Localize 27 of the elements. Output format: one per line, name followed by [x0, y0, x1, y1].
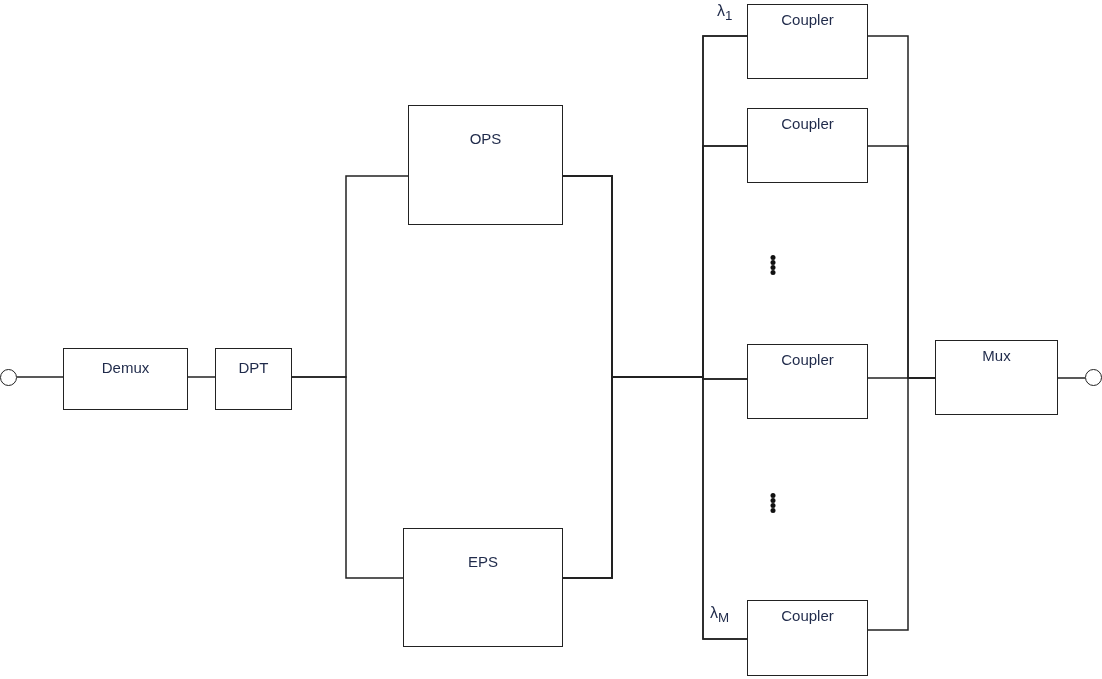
- block-box: [747, 344, 868, 419]
- block-label: Mux: [982, 347, 1011, 364]
- block-label: Coupler: [781, 115, 834, 132]
- wavelength-label: λ$_{1}$: [717, 2, 733, 24]
- block-box: [63, 348, 188, 410]
- connector-line: [16, 376, 64, 378]
- port-circle: [0, 369, 17, 386]
- block-label: Coupler: [781, 11, 834, 28]
- block-box: [215, 348, 292, 410]
- block-label: DPT: [238, 359, 269, 376]
- block-label: OPS: [469, 130, 502, 147]
- block-box: [747, 4, 868, 79]
- block-box: [747, 108, 868, 183]
- connector-line: [291, 376, 404, 579]
- wavelength-label: λ$_{M}$: [710, 604, 730, 626]
- block-label: EPS: [468, 553, 498, 570]
- connector-line: [187, 376, 216, 378]
- port-circle: [1085, 369, 1102, 386]
- block-box: [403, 528, 563, 647]
- block-box: [408, 105, 563, 225]
- block-label: Demux: [101, 359, 150, 376]
- connector-line: [1057, 377, 1086, 379]
- block-label: Coupler: [781, 607, 834, 624]
- block-box: [935, 340, 1058, 415]
- block-label: Coupler: [781, 351, 834, 368]
- block-box: [747, 600, 868, 676]
- connector-line: [867, 377, 936, 631]
